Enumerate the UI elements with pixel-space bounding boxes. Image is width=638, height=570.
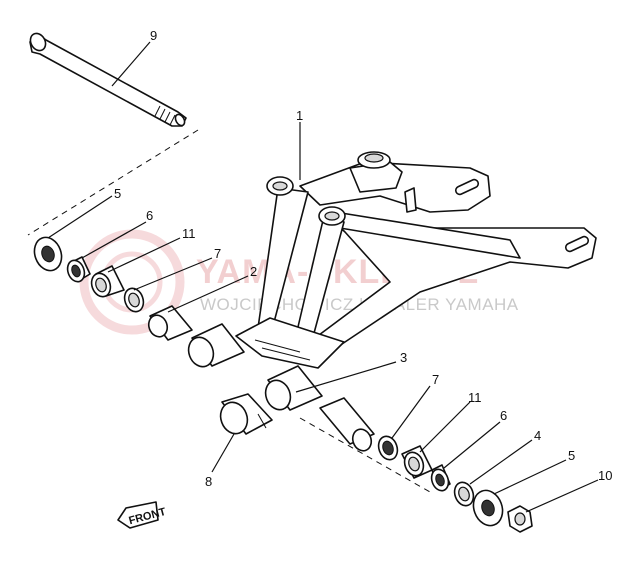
callout-7-right: 7 — [432, 372, 439, 387]
callout-5-right: 5 — [568, 448, 575, 463]
pivot-bushing-lower — [264, 365, 323, 411]
callout-6-right: 6 — [500, 408, 507, 423]
split-bushing — [219, 393, 273, 435]
pivot-shaft — [29, 32, 187, 127]
collar-left — [147, 305, 193, 341]
callout-6-left: 6 — [146, 208, 153, 223]
callout-11-right: 11 — [468, 390, 482, 405]
thrust-washer-left — [123, 287, 145, 313]
callout-2: 2 — [250, 264, 257, 279]
callout-4: 4 — [534, 428, 541, 443]
callout-3: 3 — [400, 350, 407, 365]
callout-7-left: 7 — [214, 246, 221, 261]
callouts: 1 9 5 6 11 7 2 3 7 11 6 4 5 10 8 — [114, 28, 612, 489]
right-side-parts — [219, 365, 533, 533]
leader-lines — [47, 41, 599, 513]
swingarm — [235, 151, 597, 369]
oil-seal-left — [66, 256, 91, 283]
watermark-logo-ring — [79, 229, 185, 335]
callout-1: 1 — [296, 108, 303, 123]
callout-11-left: 11 — [182, 226, 196, 241]
assembly-axis — [27, 129, 431, 493]
collar-right — [319, 397, 375, 452]
bushing-left — [90, 265, 125, 298]
seal-cap-right — [472, 489, 504, 527]
thrust-washer-right — [377, 435, 399, 461]
oil-seal-right — [430, 464, 451, 492]
seal-cap-left — [33, 236, 63, 272]
nut — [507, 505, 533, 533]
front-direction-marker: FRONT — [117, 501, 168, 529]
callout-9: 9 — [150, 28, 157, 43]
left-side-parts — [33, 236, 245, 368]
bushing-right — [401, 445, 433, 479]
callout-8: 8 — [205, 474, 212, 489]
callout-5-left: 5 — [114, 186, 121, 201]
washer-right — [453, 481, 475, 507]
callout-10: 10 — [598, 468, 612, 483]
pivot-bushing-upper — [187, 323, 245, 368]
